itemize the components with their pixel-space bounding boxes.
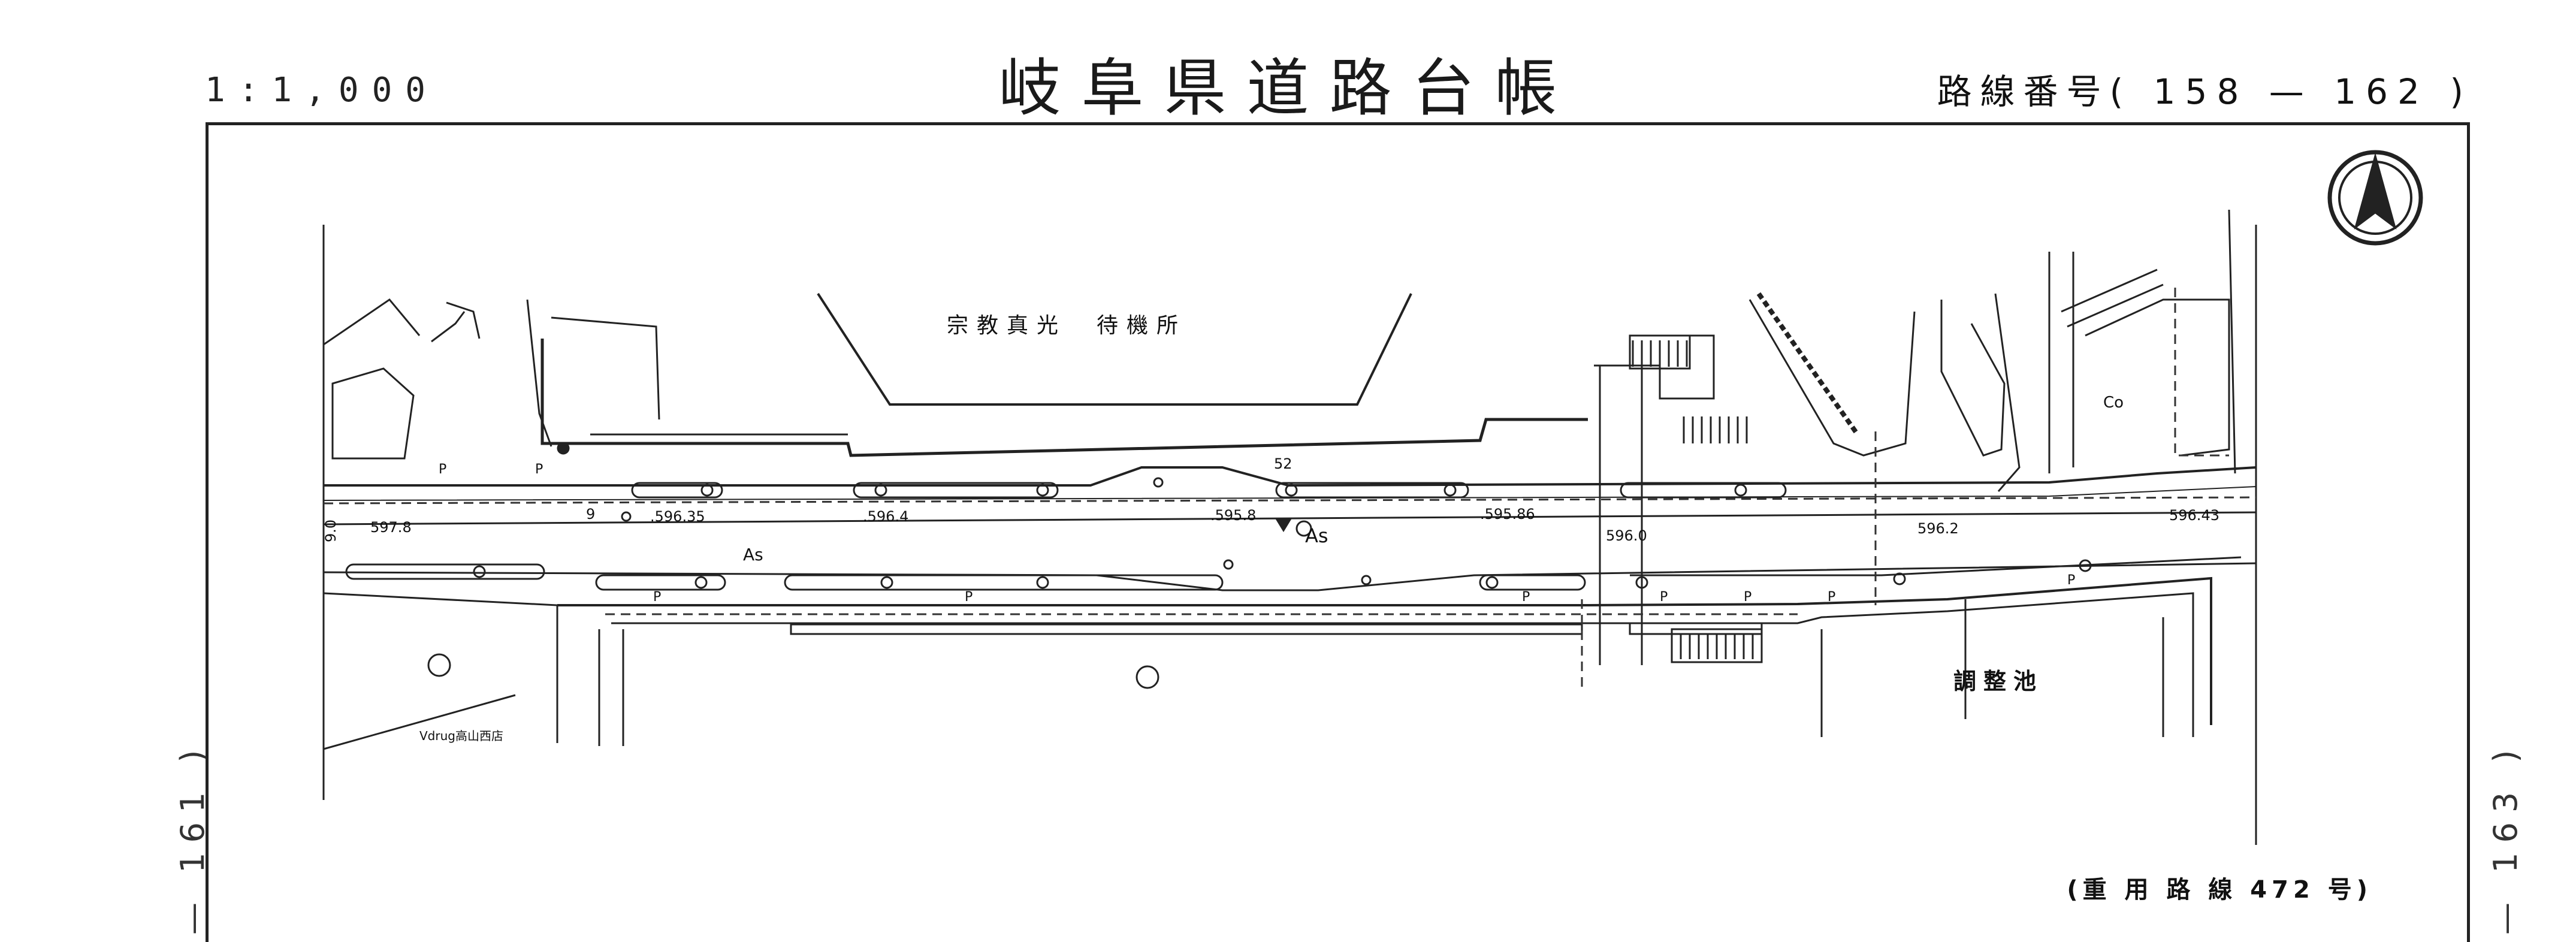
parking-mark: P <box>2067 573 2075 588</box>
route-number: ( 158 — 162 ) <box>2109 71 2473 112</box>
elevation: 9 <box>586 506 595 523</box>
building-outline <box>817 292 1412 406</box>
planter-strip <box>345 563 545 580</box>
parking-mark: P <box>965 590 973 605</box>
elevation: 596.2 <box>1917 520 1959 537</box>
elevation: .596.4 <box>863 508 908 525</box>
planter-strip <box>1620 482 1787 499</box>
route-label: 路線番号 <box>1937 71 2110 112</box>
planter-strip <box>1275 482 1469 499</box>
road-edge-north-inner <box>323 486 2257 501</box>
planter-strip <box>853 482 1059 499</box>
elevation: 9.0 <box>322 520 339 542</box>
label-store: Vdrug高山西店 <box>419 729 503 743</box>
elevation: .596.35 <box>650 508 705 525</box>
elevation: 596.43 <box>2169 507 2219 524</box>
parking-mark: P <box>535 462 543 477</box>
parking-mark: P <box>439 462 446 477</box>
label-asphalt-2: As <box>1305 524 1328 547</box>
parking-mark: P <box>1828 590 1835 605</box>
label-co: Co <box>2103 394 2124 412</box>
document-title: 岐阜県道路台帳 <box>998 52 1578 125</box>
label-asphalt: As <box>743 545 763 564</box>
label-pond: 調整池 <box>1953 668 2043 695</box>
elevation: 597.8 <box>370 519 412 536</box>
planter-strip <box>595 574 726 591</box>
planter-strip <box>1630 556 2242 576</box>
parking-mark: P <box>1744 590 1751 605</box>
elevation: .595.8 <box>1210 507 1256 524</box>
north-arrow-icon <box>2327 150 2423 246</box>
elevation: .595.86 <box>1480 506 1535 523</box>
route-footnote: (重 用 路 線 472 号) <box>2067 876 2372 904</box>
road-edge-south-2 <box>557 576 2212 725</box>
planter-strip <box>784 574 1224 591</box>
map-scale: 1:1,000 <box>205 71 439 110</box>
elevation: 596.0 <box>1606 527 1647 544</box>
planter-strip <box>1479 574 1586 591</box>
label-building: 宗教真光 待機所 <box>947 313 1186 338</box>
benchmark-marker <box>1275 518 1292 532</box>
road-edge-north <box>324 466 2257 487</box>
parking-mark: P <box>1522 590 1530 605</box>
route-number-label: 路線番号( 158 — 162 ) <box>1937 64 2473 114</box>
label-marker-52: 52 <box>1274 455 1292 472</box>
road-edge-south <box>323 562 2257 591</box>
road-edge-south-3 <box>611 592 2194 719</box>
parking-icon <box>1136 665 1159 689</box>
parking-icon <box>427 653 451 677</box>
parking-mark: P <box>1660 590 1668 605</box>
parking-mark: P <box>653 590 661 605</box>
map-frame <box>206 122 2470 942</box>
planter-strip <box>631 482 723 499</box>
